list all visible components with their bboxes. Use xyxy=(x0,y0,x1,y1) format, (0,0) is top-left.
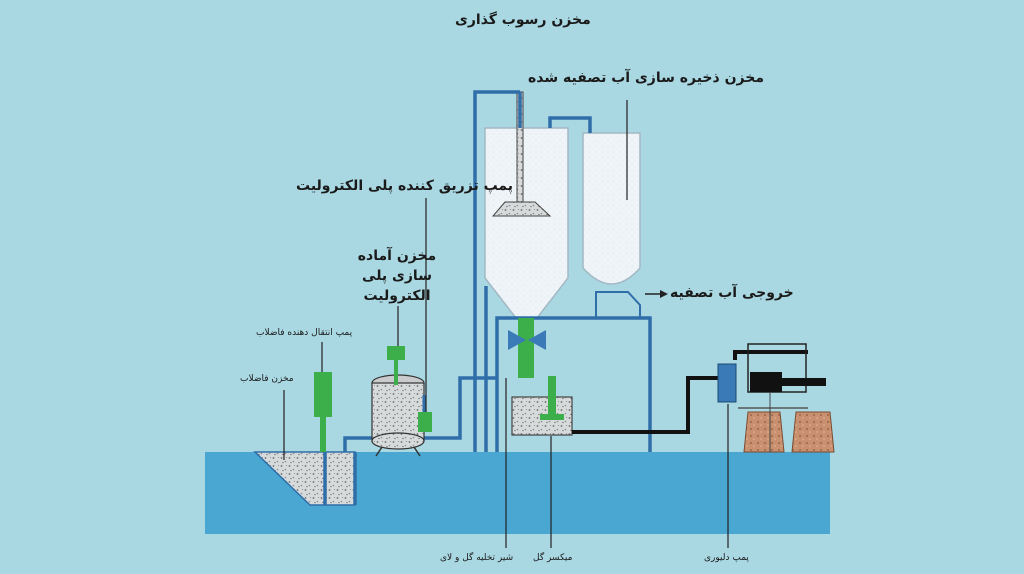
polyelectrolyte-injection-pump xyxy=(418,198,432,432)
water-pool xyxy=(205,451,830,534)
sedimentation-tank xyxy=(484,91,569,319)
label-sludge-drain-valve: شیر تخلیه گل و لای xyxy=(440,553,514,563)
label-sludge-mixer: میکسر گل xyxy=(533,553,573,563)
filter-press xyxy=(717,343,835,548)
label-polyelectrolyte-prep-tank-line1: مخزن آماده xyxy=(357,248,437,264)
label-sedimentation-tank: مخزن رسوب گذاری xyxy=(455,12,591,28)
label-wastewater-tank: مخزن فاضلاب xyxy=(240,374,294,384)
polyelectrolyte-prep-tank xyxy=(371,346,425,457)
label-polyelectrolyte-prep-tank-line3: الکترولیت xyxy=(363,288,431,304)
sludge-mixer xyxy=(511,376,573,436)
treated-water-storage-tank xyxy=(582,100,641,319)
label-screw-pump: پمپ دلیوری xyxy=(704,553,749,563)
arrow-right-icon xyxy=(645,290,668,298)
blue-pipes xyxy=(323,90,652,505)
label-treated-water-storage: مخزن ذخیره سازی آب تصفیه شده xyxy=(528,70,764,86)
leader-lines xyxy=(283,306,552,548)
wastewater-transfer-pump xyxy=(314,342,332,452)
label-treated-water-outlet: خروجی آب تصفیه xyxy=(670,285,794,301)
sludge-drain-valve xyxy=(505,318,546,548)
label-polyelectrolyte-prep-tank-line2: سازی پلی xyxy=(362,268,432,284)
black-pipe xyxy=(572,350,808,434)
label-wastewater-transfer-pump: پمپ انتقال دهنده فاضلاب xyxy=(256,328,353,338)
label-polyelectrolyte-injection-pump: پمپ تزریق کننده پلی الکترولیت xyxy=(296,178,514,194)
